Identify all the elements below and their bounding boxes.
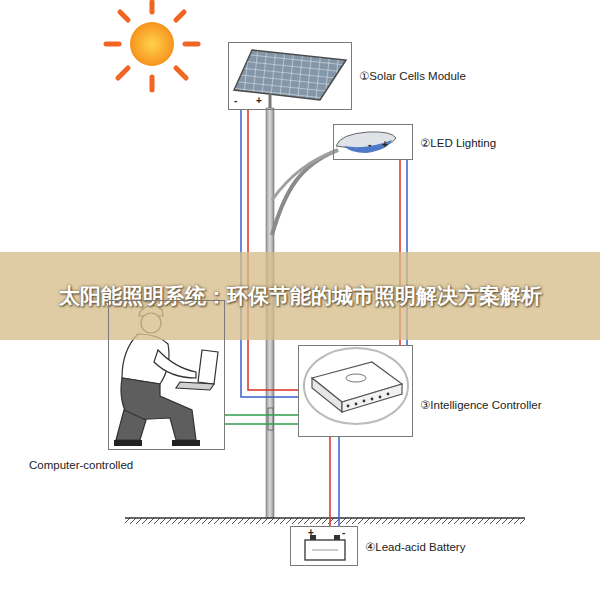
part-heading: ①Solar Cells Module [359, 69, 466, 83]
terminal-sign: - [368, 140, 371, 150]
solar-module-box: ①Solar Cells Module [228, 42, 352, 110]
title-banner: 太阳能照明系统：环保节能的城市照明解决方案解析 [0, 252, 600, 340]
controller-box: ③Intelligence Controller [298, 345, 413, 437]
terminal-sign: + [256, 96, 262, 106]
part-heading: ②LED Lighting [420, 136, 496, 150]
wire-connector [225, 414, 298, 416]
led-lighting-box: ②LED Lighting [333, 124, 413, 160]
led-lamp [336, 132, 396, 153]
battery-box: ④Lead-acid Battery [290, 526, 358, 566]
controller-device [304, 348, 408, 424]
ground [125, 518, 525, 524]
sun [106, 2, 198, 90]
solar-panel [234, 50, 346, 110]
terminal-sign: - [234, 96, 237, 106]
part-heading: Computer-controlled [29, 459, 133, 471]
battery-symbol [305, 535, 345, 560]
computer-box: Computer-controlled [108, 300, 225, 450]
terminal-sign: + [382, 140, 388, 150]
terminal-sign: - [342, 528, 345, 538]
title-text: 太阳能照明系统：环保节能的城市照明解决方案解析 [50, 280, 550, 312]
wire-connector [329, 437, 331, 526]
terminal-sign: + [308, 528, 314, 538]
part-heading: ④Lead-acid Battery [365, 540, 465, 554]
part-heading: ③Intelligence Controller [420, 398, 542, 412]
wire-connector [248, 110, 298, 390]
